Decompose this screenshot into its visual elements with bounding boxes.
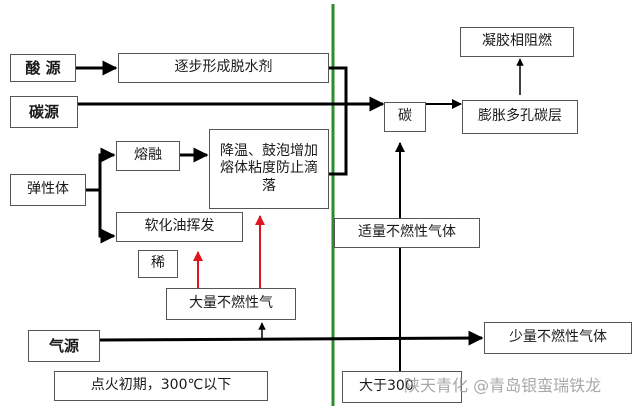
softening-oil-box: 软化油挥发 xyxy=(116,212,243,242)
small-nonflammable-box: 少量不燃性气体 xyxy=(484,322,632,354)
arrow-elastomer-to-softening xyxy=(98,190,116,244)
arrow-elastomer-to-melting xyxy=(86,147,116,192)
arrow-dehydrating-to-carbon xyxy=(329,66,348,104)
watermark-text: 陕天青化 @青岛银蛮瑞铁龙 xyxy=(404,376,602,395)
cooling-foaming-box: 降温、鼓泡增加熔体粘度防止滴落 xyxy=(209,129,329,209)
dilute-box: 稀 xyxy=(138,250,178,278)
melting-box: 熔融 xyxy=(116,141,180,171)
gel-flame-retardant-box: 凝胶相阻燃 xyxy=(460,27,574,57)
large-nonflammable-box: 大量不燃性气 xyxy=(166,288,296,320)
moderate-nonflammable-box: 适量不燃性气体 xyxy=(334,218,480,248)
dehydrating-agent-box: 逐步形成脱水剂 xyxy=(118,53,329,83)
expanded-char-box: 膨胀多孔碳层 xyxy=(462,100,578,134)
carbon-box: 碳 xyxy=(384,102,426,132)
ignition-stage-box: 点火初期，300℃以下 xyxy=(54,371,268,401)
above-300-box: 大于300 xyxy=(342,371,462,403)
arrow-gas-to-small xyxy=(99,330,484,346)
elastomer-box: 弹性体 xyxy=(10,174,86,206)
carbon-source-box: 碳源 xyxy=(10,96,78,128)
arrow-cooling-to-carbon xyxy=(329,104,348,176)
acid-source-box: 酸 源 xyxy=(10,54,76,82)
gas-source-box: 气源 xyxy=(28,330,100,362)
